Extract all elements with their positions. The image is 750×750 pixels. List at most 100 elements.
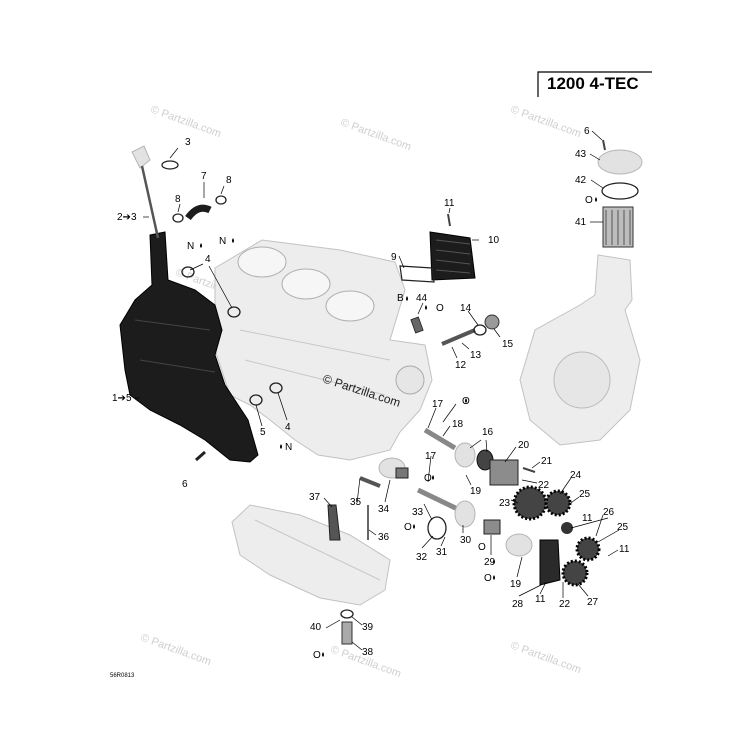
callout-label: 4	[285, 422, 291, 433]
callout-label: 34	[378, 504, 390, 515]
callout-label: 19	[470, 486, 482, 497]
callout-label: O	[484, 573, 492, 584]
callout-label: 11	[444, 198, 455, 209]
callout-label: 31	[436, 547, 448, 558]
callout-label: 22	[559, 599, 571, 610]
oil-drop-icon	[232, 238, 234, 243]
title-box: 1200 4-TEC	[537, 71, 652, 97]
callout-label: 16	[482, 427, 494, 438]
callout-label: 9	[391, 252, 397, 263]
callout-label: 18	[452, 419, 464, 430]
watermark-faint: © Partzilla.com	[509, 640, 583, 677]
callout-label: 4	[205, 254, 211, 265]
callout-label: 2➔3	[117, 212, 137, 223]
callout-label: 1➔5	[112, 393, 132, 404]
callout-label: 27	[587, 597, 599, 608]
callout-label: O	[404, 522, 412, 533]
watermark-faint: © Partzilla.com	[339, 117, 413, 154]
callout-label: 8	[226, 175, 232, 186]
callout-label: N	[285, 442, 292, 453]
callout-label: 20	[518, 440, 530, 451]
callout-label: 6	[182, 479, 188, 490]
callout-label: N	[187, 241, 194, 252]
oil-pan-plate	[231, 504, 391, 606]
callout-label: 42	[575, 175, 587, 186]
oil-drop-icon	[465, 398, 467, 403]
callout-label: 29	[484, 557, 496, 568]
callout-label: 8	[175, 194, 181, 205]
oil-drop-icon	[200, 243, 202, 248]
callout-label: 10	[488, 235, 500, 246]
screw-6	[195, 450, 206, 462]
callout-label: 40	[310, 622, 322, 633]
callout-label: 13	[470, 350, 482, 361]
oil-drop-icon	[425, 305, 427, 310]
callout-label: 11	[619, 544, 630, 555]
callout-label: 7	[201, 171, 207, 182]
callout-label: 37	[309, 492, 321, 503]
oil-fittings	[410, 314, 500, 346]
callout-label: 43	[575, 149, 587, 160]
leader-lines	[135, 130, 620, 651]
callout-label: 30	[460, 535, 472, 546]
callout-label: 33	[412, 507, 424, 518]
oil-filter-assembly	[597, 139, 643, 248]
callout-label: 11	[535, 594, 546, 605]
callout-label: 25	[579, 489, 591, 500]
drain-plug-parts	[340, 609, 354, 645]
oil-cooler	[399, 213, 476, 283]
callout-label: 17	[432, 399, 444, 410]
oil-drop-icon	[280, 444, 282, 449]
callout-label: 28	[512, 599, 524, 610]
callout-label: 44	[416, 293, 428, 304]
watermark-faint: © Partzilla.com	[509, 104, 583, 141]
oil-drop-icon	[413, 524, 415, 529]
engine-block	[214, 239, 433, 461]
callout-label: 14	[460, 303, 472, 314]
callout-label: 6	[584, 126, 590, 137]
oil-drop-icon	[493, 559, 495, 564]
callout-label: B	[397, 293, 404, 304]
oil-drop-icon	[595, 197, 597, 202]
callout-label: 38	[362, 647, 374, 658]
oil-drop-icon	[493, 575, 495, 580]
dipstick	[131, 145, 160, 239]
callout-label: 26	[603, 507, 615, 518]
callout-labels: 3 7 8 8 2➔3 N N 4 1➔5 5 4 N 6 11 10 9 B …	[112, 126, 630, 661]
oil-pick-up-parts	[327, 504, 369, 541]
callout-label: N	[219, 236, 226, 247]
magneto-cover	[519, 254, 641, 446]
callout-label: 36	[378, 532, 390, 543]
callout-label: 15	[502, 339, 514, 350]
callout-label: 41	[575, 217, 587, 228]
oil-drop-markers	[200, 197, 597, 657]
callout-label: 35	[350, 497, 362, 508]
callout-label: 11	[582, 513, 593, 524]
o-rings-4	[181, 266, 283, 406]
callout-label: 3	[185, 137, 191, 148]
callout-label: 32	[416, 552, 428, 563]
watermark-faint: © Partzilla.com	[139, 632, 213, 669]
oil-tank	[119, 231, 259, 463]
hose-and-clamps	[161, 160, 227, 223]
callout-label: 25	[617, 522, 629, 533]
oil-drop-icon	[406, 296, 408, 301]
callout-label: 24	[570, 470, 582, 481]
diagram-title: 1200 4-TEC	[547, 74, 639, 93]
title-bracket	[537, 71, 652, 97]
watermark-faint: © Partzilla.com	[149, 104, 223, 141]
callout-label: O	[313, 650, 321, 661]
callout-label: 19	[510, 579, 522, 590]
callout-label: O	[478, 542, 486, 553]
callout-label: O	[424, 473, 432, 484]
document-code: 56R0813	[110, 673, 135, 679]
callout-label: 12	[455, 360, 467, 371]
callout-label: 17	[425, 451, 437, 462]
callout-label: O	[585, 195, 593, 206]
oil-drop-icon	[322, 652, 324, 657]
oil-pump-parts	[359, 442, 561, 586]
oil-drop-icon	[432, 475, 434, 480]
callout-label: 39	[362, 622, 374, 633]
callout-label: 22	[538, 480, 550, 491]
